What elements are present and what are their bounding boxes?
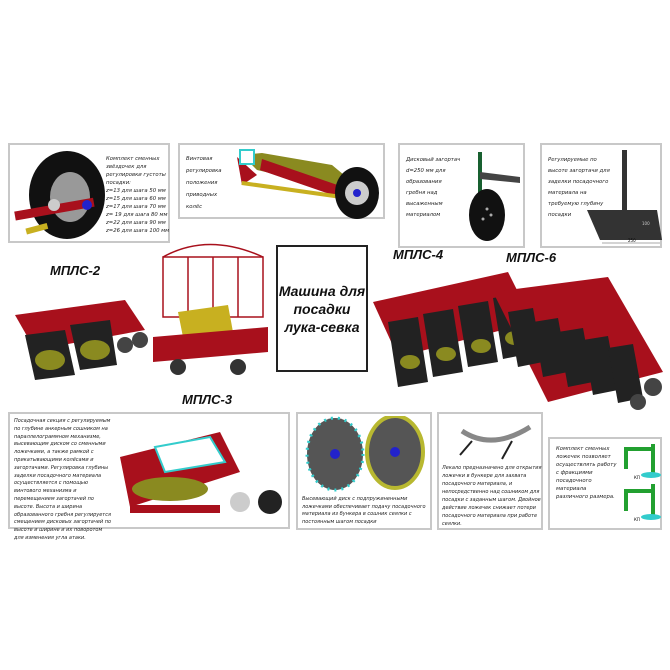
wheel-illustration	[14, 151, 105, 239]
spoon-label-top: КП	[634, 475, 640, 480]
screw-text: Винтовая регулировка положения приводных…	[186, 156, 222, 210]
spoons-text: Комплект сменных ложечек позволяет осуще…	[556, 446, 617, 500]
page-title: Машина для посадки лука-севка	[276, 245, 368, 372]
sprocket-title: Комплект сменных звёздочек для регулиров…	[106, 156, 166, 186]
sprocket-line: z=15 для шага 60 мм	[106, 196, 166, 202]
template-illustration	[459, 424, 532, 460]
spoon-label-bottom: КП	[634, 517, 640, 522]
model-label-mpls-3: МПЛС-3	[182, 392, 233, 407]
disc-illustration	[469, 152, 520, 241]
disc-panel: Дисковый загортач d=250 мм для образован…	[398, 143, 525, 248]
template-text: Лекало предназначено для открытия ложечк…	[442, 465, 542, 527]
spoons-panel: Комплект сменных ложечек позволяет осуще…	[548, 437, 662, 530]
screw-illustration	[237, 149, 379, 219]
seeding-disc-text: Высевающий диск с подпружиненными ложечк…	[302, 496, 426, 525]
machine-mpls-3	[153, 243, 268, 375]
sprocket-line: z=26 для шага 100 мм	[106, 228, 170, 234]
section-text: Посадочная секция с регулируемым по глуб…	[14, 418, 112, 541]
sprocket-line: z= 19 для шага 80 мм	[106, 212, 168, 218]
model-label-mpls-4: МПЛС-4	[393, 247, 444, 262]
seeding-disc-panel: Высевающий диск с подпружиненными ложечк…	[296, 412, 432, 530]
section-panel: Посадочная секция с регулируемым по глуб…	[8, 412, 290, 541]
coverer-panel: Регулируемые по высоте загортачи для зад…	[540, 143, 662, 248]
sprocket-line: z=17 для шага 70 мм	[106, 204, 166, 210]
coverer-height-dim: 100	[642, 221, 650, 226]
section-illustration	[120, 432, 282, 514]
sprocket-panel: Комплект сменных звёздочек для регулиров…	[8, 143, 170, 243]
screw-panel: Винтовая регулировка положения приводных…	[178, 143, 385, 219]
sprocket-line: z=22 для шага 90 мм	[106, 220, 166, 226]
coverer-width-dim: 250	[628, 238, 636, 243]
template-panel: Лекало предназначено для открытия ложечк…	[437, 412, 543, 530]
sprocket-line: z=13 для шага 50 мм	[106, 188, 166, 194]
machine-mpls-4	[373, 272, 533, 387]
machine-mpls-6	[493, 277, 663, 410]
machine-mpls-2	[15, 300, 148, 380]
coverer-illustration	[587, 150, 662, 244]
coverer-text: Регулируемые по высоте загортачи для зад…	[548, 157, 610, 218]
model-label-mpls-2: МПЛС-2	[50, 263, 101, 278]
seeding-disc-illustration	[305, 416, 425, 492]
disc-text: Дисковый загортач d=250 мм для образован…	[406, 157, 461, 218]
spoons-illustration	[624, 444, 661, 520]
model-label-mpls-6: МПЛС-6	[506, 250, 557, 265]
